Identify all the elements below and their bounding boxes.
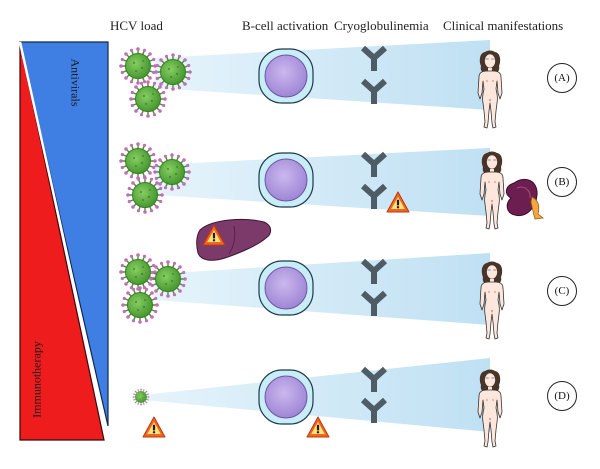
hcv-virus-icon bbox=[128, 79, 168, 119]
b-cell-icon bbox=[258, 260, 314, 316]
header-hcv-load: HCV load bbox=[110, 18, 163, 33]
hcv-virus-icon bbox=[120, 285, 160, 325]
row-label-b: (B) bbox=[547, 167, 577, 197]
patient-icon bbox=[477, 369, 503, 448]
beam-row-c bbox=[155, 253, 490, 325]
kidney-icon bbox=[506, 179, 544, 220]
immunotherapy-label: Immunotherapy bbox=[29, 341, 44, 418]
beam-row-d bbox=[143, 358, 490, 432]
hcv-virus-icon bbox=[118, 141, 158, 181]
header-clinical-manifestations: Clinical manifestations bbox=[443, 18, 564, 33]
b-cell-icon bbox=[258, 152, 314, 208]
patient-icon bbox=[479, 261, 505, 340]
b-cell-icon bbox=[258, 48, 314, 104]
row-label-c: (C) bbox=[547, 276, 577, 306]
hcv-virus-icon bbox=[152, 152, 192, 192]
patient-icon bbox=[477, 50, 503, 129]
hcv-virus-icon bbox=[132, 388, 150, 406]
hcv-virus-icon bbox=[153, 52, 193, 92]
immunotherapy-wedge bbox=[19, 43, 105, 441]
antivirals-label: Antivirals bbox=[68, 58, 83, 107]
warning-icon bbox=[306, 416, 330, 438]
hcv-virus-icon bbox=[118, 46, 158, 86]
row-label-a: (A) bbox=[547, 63, 577, 93]
hcv-virus-icon bbox=[125, 175, 165, 215]
patient-icon bbox=[479, 151, 505, 230]
header-b-cell-activation: B-cell activation bbox=[242, 18, 329, 33]
warning-icon bbox=[142, 416, 166, 438]
row-label-d: (D) bbox=[547, 381, 577, 411]
b-cell-icon bbox=[258, 369, 314, 425]
beam-row-a bbox=[155, 40, 490, 110]
beam-row-b bbox=[155, 148, 490, 216]
header-cryoglobulinemia: Cryoglobulinemia bbox=[334, 18, 429, 33]
hcv-virus-icon bbox=[148, 259, 188, 299]
